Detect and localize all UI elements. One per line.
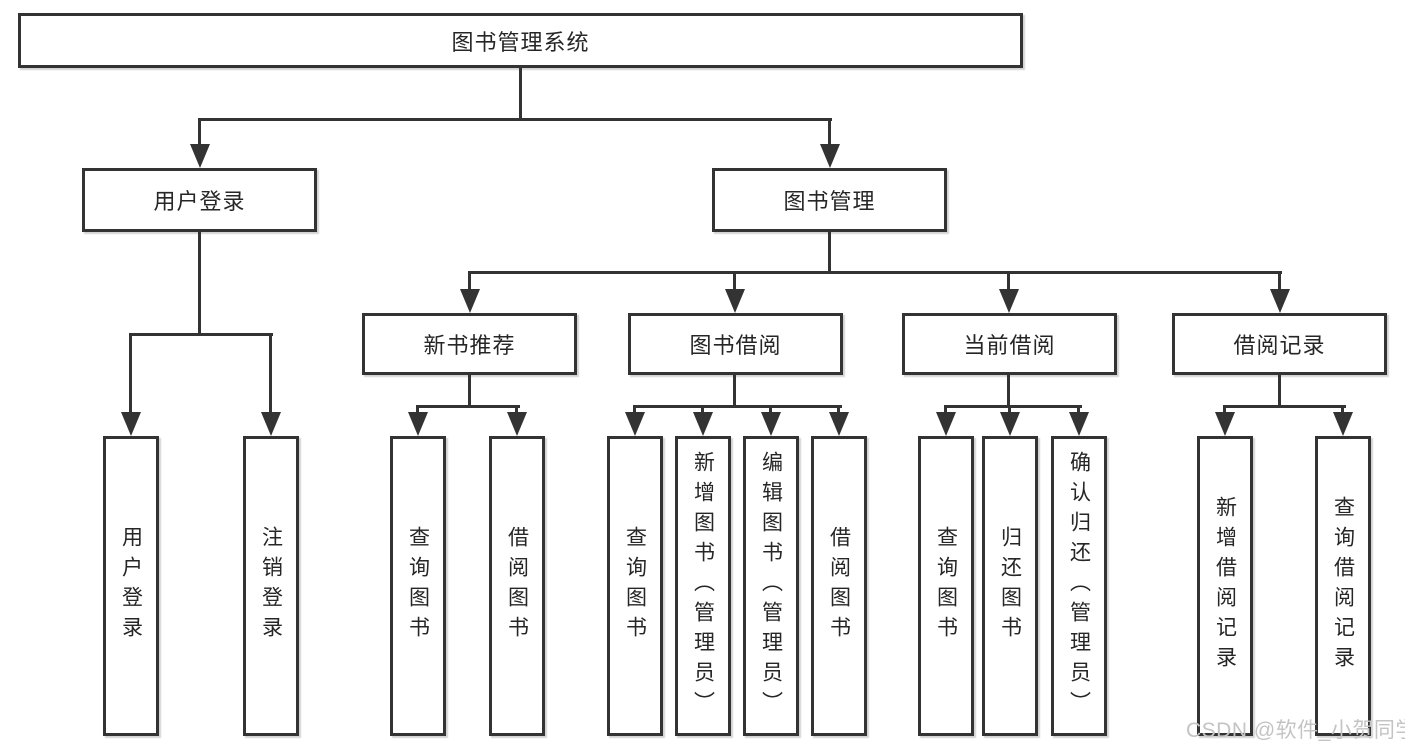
arrowhead-down-icon [999,289,1019,313]
arrowhead-down-icon [1069,412,1089,436]
connector-drop-leaf [515,405,518,415]
connector-drop-leaf [701,405,704,415]
connector-group-bar [416,405,520,408]
connector-drop-leaf [1223,405,1226,415]
connector-root-stem [519,68,522,120]
leaf-edit-books-admin: 编辑图书（管理员） [743,436,799,736]
connector-book-management-stem [828,232,831,273]
leaf-add-books-admin: 新增图书（管理员） [675,436,731,736]
arrowhead-down-icon [1270,289,1290,313]
connector-level2-bar [198,118,832,121]
connector-level3-bar [468,271,1282,274]
leaf-borrow-books-recommend: 借阅图书 [489,436,545,736]
connector-group-stem [1007,375,1010,408]
connector-drop-borrow-records [1278,271,1281,291]
arrowhead-down-icon [725,289,745,313]
connector-drop-leaf [416,405,419,415]
connector-user-login-bar [129,333,273,336]
leaf-return-books: 归还图书 [982,436,1038,736]
arrowhead-down-icon [261,412,281,436]
leaf-query-borrow-record: 查询借阅记录 [1315,436,1371,736]
arrowhead-down-icon [121,412,141,436]
arrowhead-down-icon [507,412,527,436]
connector-drop-leaf [837,405,840,415]
connector-drop-leaf [269,333,272,415]
arrowhead-down-icon [936,412,956,436]
connector-drop-leaf [1341,405,1344,415]
arrowhead-down-icon [625,412,645,436]
connector-drop-book-management [828,118,831,148]
leaf-query-books-recommend: 查询图书 [390,436,446,736]
node-book-management: 图书管理 [712,168,947,232]
arrowhead-down-icon [1215,412,1235,436]
connector-drop-current-borrow [1007,271,1010,291]
node-user-login: 用户登录 [82,168,317,232]
connector-drop-leaf [1077,405,1080,415]
connector-group-stem [1278,375,1281,408]
connector-drop-book-borrow [733,271,736,291]
node-root: 图书管理系统 [18,13,1023,68]
arrowhead-down-icon [408,412,428,436]
node-new-book-recommend: 新书推荐 [362,313,577,375]
arrowhead-down-icon [761,412,781,436]
connector-drop-leaf [769,405,772,415]
connector-drop-user-login [198,118,201,148]
node-current-borrow: 当前借阅 [902,313,1117,375]
connector-group-stem [733,375,736,408]
connector-drop-leaf [129,333,132,415]
leaf-add-borrow-record: 新增借阅记录 [1197,436,1253,736]
connector-drop-leaf [944,405,947,415]
arrowhead-down-icon [693,412,713,436]
node-borrow-records: 借阅记录 [1172,313,1387,375]
connector-group-bar [944,405,1082,408]
watermark: CSDN @软件_小贺同学 [1186,719,1405,742]
arrowhead-down-icon [190,144,210,168]
connector-drop-leaf [633,405,636,415]
arrowhead-down-icon [829,412,849,436]
connector-user-login-stem [198,232,201,336]
connector-group-bar [633,405,842,408]
connector-group-stem [468,375,471,408]
leaf-query-books-borrow: 查询图书 [607,436,663,736]
arrowhead-down-icon [1333,412,1353,436]
connector-group-bar [1223,405,1346,408]
leaf-user-login: 用户登录 [103,436,159,736]
arrowhead-down-icon [1000,412,1020,436]
connector-drop-new-books [468,271,471,291]
leaf-query-books-current: 查询图书 [918,436,974,736]
connector-drop-leaf [1008,405,1011,415]
leaf-confirm-return-admin: 确认归还（管理员） [1051,436,1107,736]
leaf-logout: 注销登录 [243,436,299,736]
leaf-borrow-books: 借阅图书 [811,436,867,736]
arrowhead-down-icon [460,289,480,313]
node-book-borrow: 图书借阅 [628,313,843,375]
arrowhead-down-icon [820,144,840,168]
